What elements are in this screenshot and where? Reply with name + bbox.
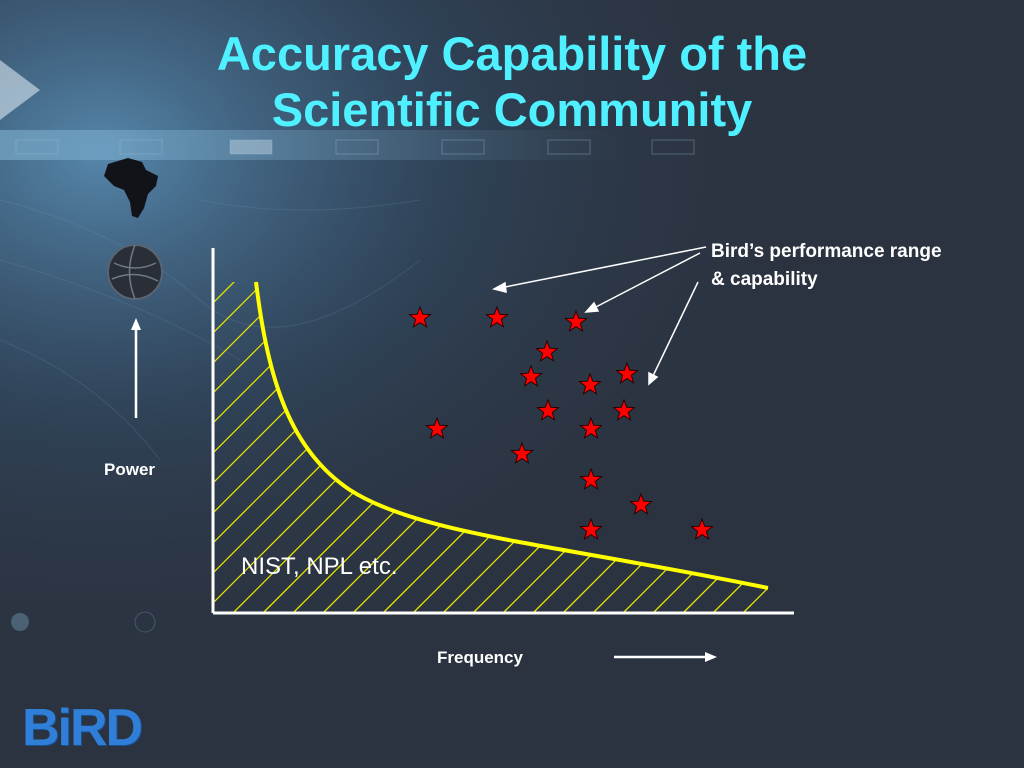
hatch-line xyxy=(382,282,764,613)
globe-icon xyxy=(107,244,163,300)
region-label: NIST, NPL etc. xyxy=(241,553,398,580)
callout-pointer-2 xyxy=(591,252,701,310)
hatch-line xyxy=(352,282,734,613)
callout-pointer-2-head xyxy=(584,301,600,313)
hatch-line xyxy=(213,282,254,613)
bird-logo: BiRD xyxy=(22,699,143,757)
title-line-1: Accuracy Capability of the xyxy=(216,27,808,80)
callout-line-1: Bird’s performance range xyxy=(711,241,942,262)
star-icon xyxy=(510,441,534,465)
title-line-2: Scientific Community xyxy=(271,83,753,136)
hatch-line xyxy=(213,282,284,613)
star-icon xyxy=(629,492,653,516)
x-axis-label: Frequency xyxy=(437,648,523,667)
hatch-line xyxy=(0,233,193,613)
star-icon xyxy=(564,309,588,333)
slide-title: Accuracy Capability of the Scientific Co… xyxy=(112,26,912,138)
capability-curve xyxy=(254,281,769,590)
africa-map-icon xyxy=(104,158,158,218)
star-icon xyxy=(519,364,543,388)
star-icon xyxy=(535,339,559,363)
hatch-line xyxy=(213,282,224,613)
performance-callout: Bird’s performance range & capability xyxy=(711,238,942,294)
star-icon xyxy=(615,361,639,385)
star-icon xyxy=(579,467,603,491)
star-icon xyxy=(579,517,603,541)
callout-pointer-3-head xyxy=(648,371,659,386)
star-icon xyxy=(578,372,602,396)
star-icon xyxy=(579,416,603,440)
star-icon xyxy=(612,398,636,422)
callout-pointer-1 xyxy=(499,246,707,289)
power-arrow-head xyxy=(131,318,141,330)
callout-line-2: & capability xyxy=(711,269,818,290)
performance-stars xyxy=(408,305,714,541)
star-icon xyxy=(485,305,509,329)
y-axis-label: Power xyxy=(104,460,156,479)
star-icon xyxy=(690,517,714,541)
star-icon xyxy=(408,305,432,329)
callout-pointer-3 xyxy=(651,281,699,379)
callout-pointer-1-head xyxy=(491,281,507,293)
frequency-arrow-head xyxy=(705,652,717,662)
star-icon xyxy=(536,398,560,422)
hatch-line xyxy=(213,282,314,613)
star-icon xyxy=(425,416,449,440)
